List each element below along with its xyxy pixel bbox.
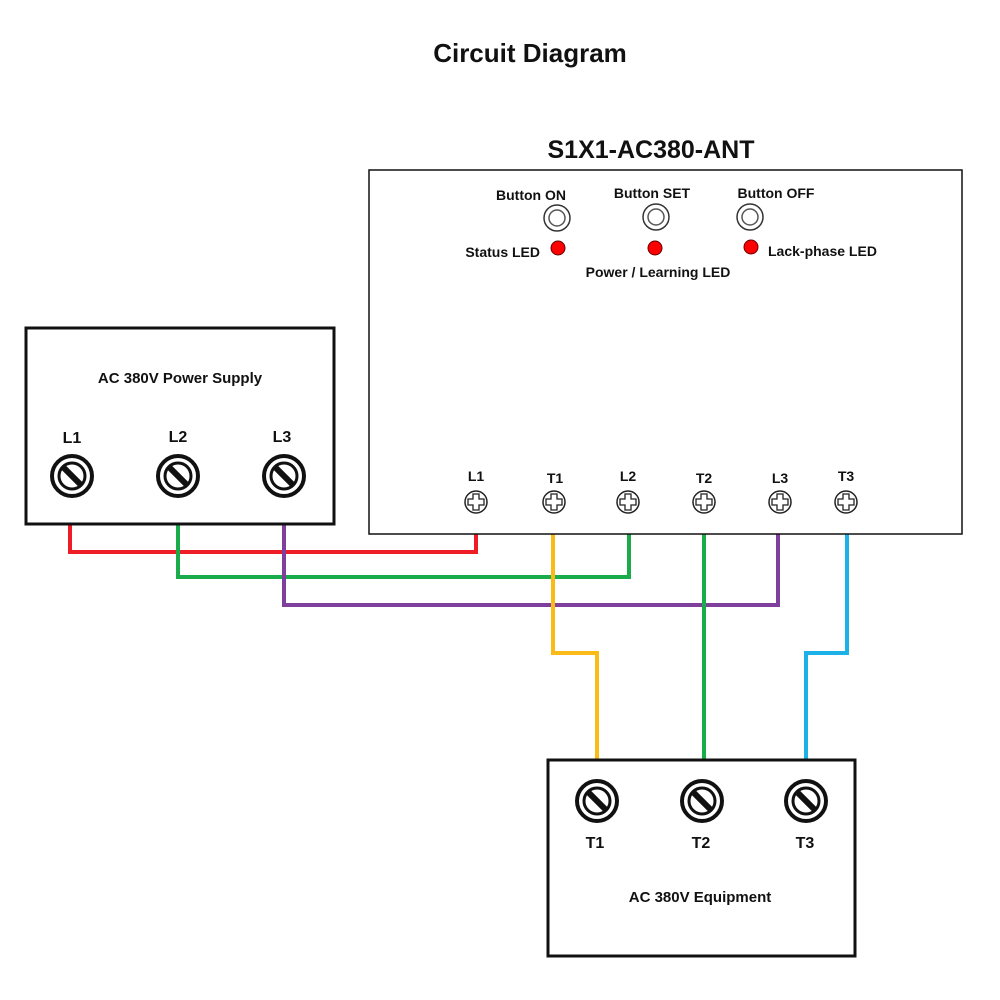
- controller-terminal-label-l1: L1: [468, 468, 485, 484]
- controller-terminal-label-l3: L3: [772, 470, 789, 486]
- wire-l3: [282, 497, 780, 607]
- equipment-terminal-label-t3: T3: [796, 835, 815, 852]
- button-off-label: Button OFF: [738, 185, 815, 201]
- diagram-title: Circuit Diagram: [433, 38, 627, 68]
- wire-l2: [176, 497, 631, 579]
- equipment-terminal-label-t1: T1: [586, 835, 605, 852]
- controller-terminal-label-t2: T2: [696, 470, 713, 486]
- equipment-terminal-label-t2: T2: [692, 835, 711, 852]
- supply-terminal-screw-l1-icon: [50, 454, 94, 498]
- supply-terminal-label-l1: L1: [63, 430, 82, 447]
- status-led-label: Status LED: [465, 244, 540, 260]
- status-led-icon: [550, 240, 566, 256]
- button-on-icon: [543, 204, 571, 232]
- button-off-icon: [736, 203, 764, 231]
- power-learning-led-label: Power / Learning LED: [586, 264, 731, 280]
- power-supply-label: AC 380V Power Supply: [98, 370, 263, 387]
- lack-phase-led-label: Lack-phase LED: [768, 243, 877, 259]
- supply-terminal-screw-l2-icon: [156, 454, 200, 498]
- controller-terminal-label-t1: T1: [547, 470, 564, 486]
- wire-t1: [551, 512, 599, 782]
- controller-terminal-t2-icon: [692, 490, 716, 514]
- power-learning-led-icon: [647, 240, 663, 256]
- controller-terminal-l3-icon: [768, 490, 792, 514]
- wiring: [68, 497, 849, 782]
- controller-terminal-t3-icon: [834, 490, 858, 514]
- controller-terminal-label-t3: T3: [838, 468, 855, 484]
- supply-terminal-label-l3: L3: [273, 429, 292, 446]
- lack-phase-led-icon: [743, 239, 759, 255]
- button-set-icon: [642, 203, 670, 231]
- controller-terminal-l1-icon: [464, 490, 488, 514]
- controller-model-label: S1X1-AC380-ANT: [547, 136, 754, 164]
- equipment-terminal-screw-t3-icon: [784, 779, 828, 823]
- equipment-box: T1 T2 T3 AC 380V Equipment: [546, 758, 857, 958]
- equipment-label: AC 380V Equipment: [629, 889, 772, 906]
- power-supply-box: AC 380V Power Supply L1 L2 L3: [24, 326, 336, 526]
- supply-terminal-screw-l3-icon: [262, 454, 306, 498]
- button-set-label: Button SET: [614, 185, 691, 201]
- controller-box: S1X1-AC380-ANT Button ON Button SET Butt…: [368, 136, 963, 535]
- button-on-label: Button ON: [496, 187, 566, 203]
- controller-terminal-l2-icon: [616, 490, 640, 514]
- controller-terminal-t1-icon: [542, 490, 566, 514]
- controller-terminal-label-l2: L2: [620, 468, 637, 484]
- controller-border: [368, 169, 963, 535]
- supply-terminal-label-l2: L2: [169, 429, 188, 446]
- wire-t3: [804, 512, 849, 782]
- equipment-terminal-screw-t1-icon: [575, 779, 619, 823]
- equipment-terminal-screw-t2-icon: [680, 779, 724, 823]
